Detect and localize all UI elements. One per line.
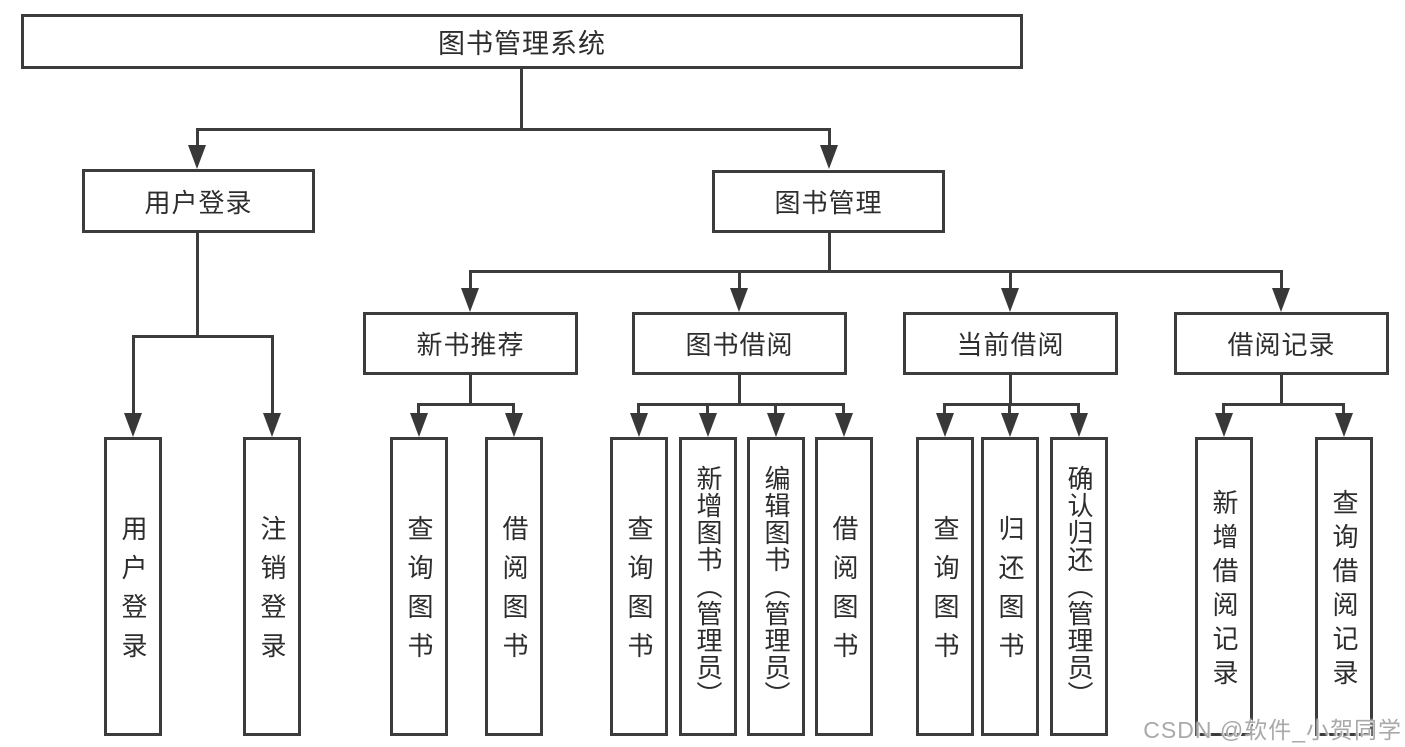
arrow-down-icon (1335, 413, 1353, 437)
arrow-down-icon (936, 413, 954, 437)
arrow-down-icon (699, 413, 717, 437)
connector-line (828, 128, 831, 150)
connector-line (196, 128, 831, 131)
connector-line (828, 233, 831, 273)
connector-line (196, 233, 199, 337)
connector-line (842, 403, 845, 419)
leaf-logout: 注销登录 (243, 437, 301, 736)
arrow-down-icon (630, 413, 648, 437)
connector-line (1222, 403, 1225, 419)
leaf-borrow-books: 借阅图书 (485, 437, 543, 736)
leaf-query-borrow-record: 查询借阅记录 (1315, 437, 1373, 736)
arrow-down-icon (1001, 413, 1019, 437)
node-borrow-records: 借阅记录 (1174, 312, 1389, 375)
connector-line (1009, 375, 1012, 406)
connector-line (637, 403, 640, 419)
connector-line (520, 69, 523, 131)
arrow-down-icon (410, 413, 428, 437)
connector-line (417, 403, 420, 419)
connector-line (1008, 403, 1011, 419)
leaf-add-borrow-record: 新增借阅记录 (1195, 437, 1253, 736)
arrow-down-icon (835, 413, 853, 437)
arrow-down-icon (124, 413, 142, 437)
connector-line (1280, 270, 1283, 292)
arrow-down-icon (730, 288, 748, 312)
connector-line (943, 403, 1080, 406)
connector-line (417, 403, 515, 406)
leaf-return-books: 归还图书 (981, 437, 1039, 736)
connector-line (1077, 403, 1080, 419)
node-book-management: 图书管理 (712, 170, 945, 233)
leaf-query-books: 查询图书 (390, 437, 448, 736)
connector-line (738, 270, 741, 292)
leaf-edit-books-admin: 编辑图书（管理员） (747, 437, 805, 736)
connector-line (738, 375, 741, 406)
node-library-management-system: 图书管理系统 (21, 14, 1023, 69)
connector-line (271, 335, 274, 417)
arrow-down-icon (505, 413, 523, 437)
arrow-down-icon (188, 145, 206, 169)
arrow-down-icon (1215, 413, 1233, 437)
connector-line (1222, 403, 1345, 406)
leaf-query-books: 查询图书 (916, 437, 974, 736)
connector-line (1280, 375, 1283, 406)
connector-line (943, 403, 946, 419)
connector-line (774, 403, 777, 419)
connector-line (706, 403, 709, 419)
node-current-borrow: 当前借阅 (903, 312, 1118, 375)
arrow-down-icon (1001, 288, 1019, 312)
leaf-confirm-return-admin: 确认归还（管理员） (1050, 437, 1108, 736)
leaf-add-books-admin: 新增图书（管理员） (679, 437, 737, 736)
leaf-query-books: 查询图书 (610, 437, 668, 736)
connector-line (469, 270, 1283, 273)
node-new-book-recommend: 新书推荐 (363, 312, 578, 375)
node-book-borrow: 图书借阅 (632, 312, 847, 375)
connector-line (1009, 270, 1012, 292)
leaf-user-login: 用户登录 (104, 437, 162, 736)
connector-line (637, 403, 845, 406)
arrow-down-icon (767, 413, 785, 437)
csdn-watermark: CSDN @软件_小贺同学 (1143, 717, 1402, 743)
connector-line (469, 270, 472, 292)
leaf-borrow-books: 借阅图书 (815, 437, 873, 736)
connector-line (1342, 403, 1345, 419)
arrow-down-icon (1272, 288, 1290, 312)
connector-line (132, 335, 135, 417)
connector-line (132, 335, 274, 338)
connector-line (196, 128, 199, 150)
node-user-login: 用户登录 (82, 169, 315, 233)
arrow-down-icon (263, 413, 281, 437)
arrow-down-icon (461, 288, 479, 312)
arrow-down-icon (1070, 413, 1088, 437)
arrow-down-icon (820, 145, 838, 169)
connector-line (512, 403, 515, 419)
connector-line (469, 375, 472, 406)
